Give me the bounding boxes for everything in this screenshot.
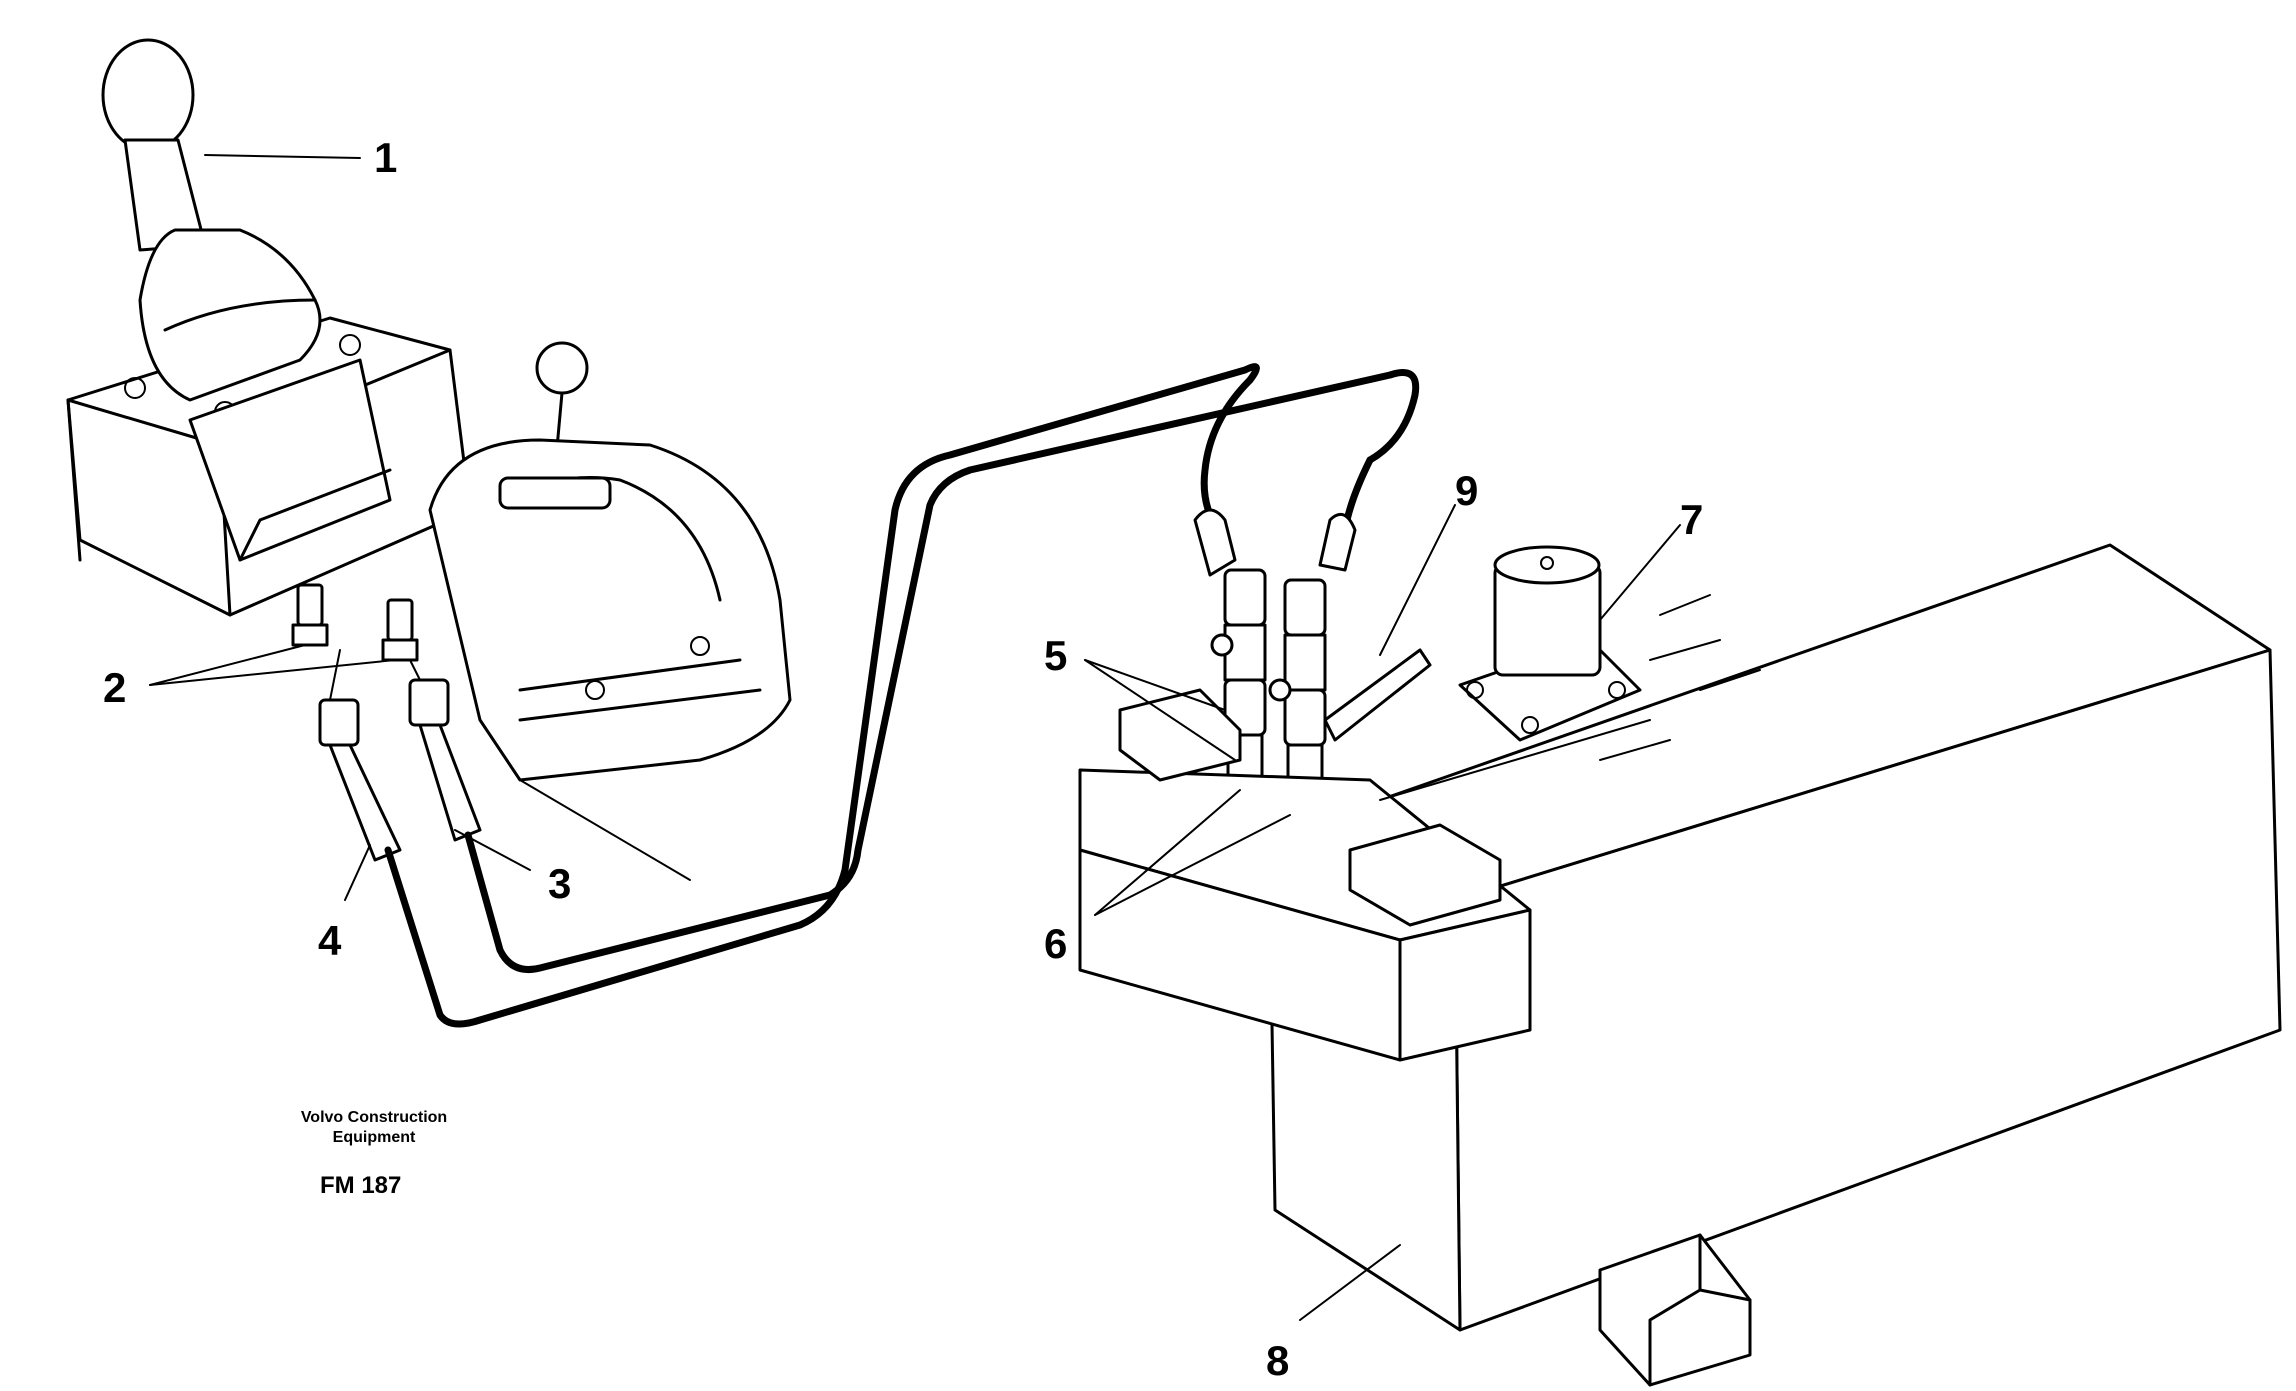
hydraulic-hose-lines — [384, 363, 1420, 1028]
valve-fittings — [1193, 508, 1432, 861]
gear-selector-housing — [428, 341, 792, 881]
main-valve-block — [1078, 543, 2282, 1387]
control-lever-assembly — [66, 38, 482, 862]
callout-5: 5 — [1044, 632, 1067, 679]
caption-line1: Volvo Construction — [301, 1109, 447, 1126]
callout-4: 4 — [318, 917, 342, 964]
callout-2: 2 — [103, 664, 126, 711]
caption-line2: Equipment — [333, 1129, 416, 1146]
callout-6: 6 — [1044, 920, 1067, 967]
figure-id: FM 187 — [320, 1172, 401, 1199]
callout-7: 7 — [1680, 496, 1703, 543]
callout-leaders — [149, 154, 1681, 1321]
callout-9: 9 — [1455, 467, 1478, 514]
lever-knob-shape — [101, 38, 195, 152]
callout-1: 1 — [374, 134, 397, 181]
callout-8: 8 — [1266, 1337, 1289, 1384]
callout-3: 3 — [548, 860, 571, 907]
